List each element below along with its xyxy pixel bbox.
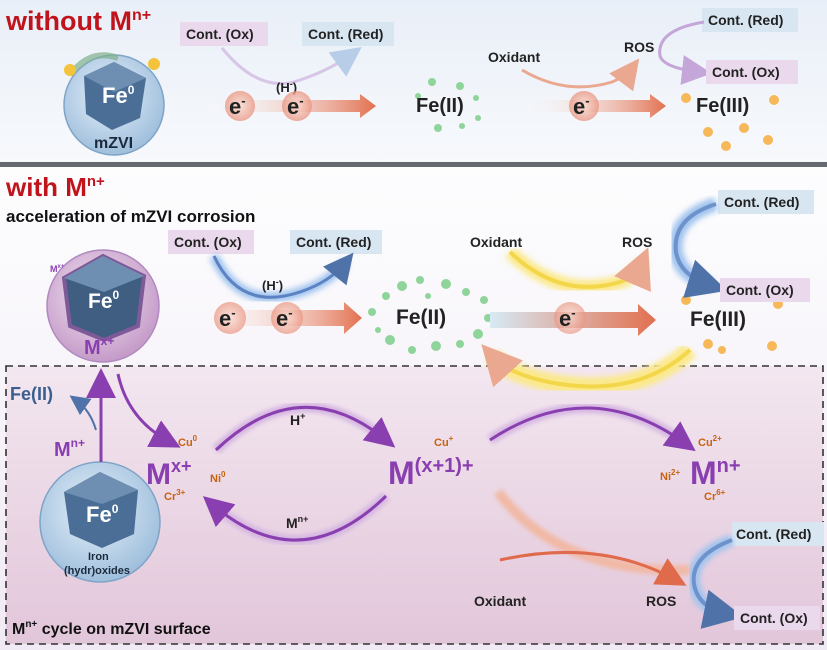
fe2-release-arrow bbox=[69, 395, 97, 431]
mid-fe2-label: Fe(II) bbox=[396, 306, 446, 329]
mn-bottom-label: Mn+ bbox=[286, 514, 308, 531]
mn-left-label: Mn+ bbox=[54, 436, 85, 461]
mid-cont-red-2-label: Cont. (Red) bbox=[724, 194, 799, 210]
iron-oxide-core-label: Fe0 bbox=[86, 502, 119, 527]
mid-cont-red-2-box bbox=[718, 190, 814, 214]
cycle-ros-arrow bbox=[691, 538, 744, 629]
bottom-title: with Mn+ bbox=[5, 172, 105, 202]
cr6-label: Cr6+ bbox=[704, 488, 726, 503]
top-electron-3: e- bbox=[573, 93, 590, 119]
iron-oxide-particle: Fe0 Iron (hydr)oxides bbox=[39, 461, 161, 583]
top-reduction-arrow bbox=[220, 46, 362, 86]
mid-cont-ox-2-box bbox=[720, 278, 810, 302]
shell-to-mx-arrow bbox=[116, 373, 181, 448]
top-cont-red-2-label: Cont. (Red) bbox=[708, 12, 783, 28]
cycle-oxidant-arrow bbox=[499, 550, 687, 586]
ni0-label: Ni0 bbox=[210, 470, 226, 485]
top-ros-oxidation-arrow bbox=[658, 20, 712, 85]
cu2-label: Cu2+ bbox=[698, 434, 722, 449]
top-cont-ox-box bbox=[180, 22, 268, 46]
top-electron-ball-2 bbox=[282, 91, 312, 121]
cycle-oxidant-label: Oxidant bbox=[474, 593, 526, 609]
top-h-label: (H-) bbox=[276, 79, 297, 95]
cycle-ros-label: ROS bbox=[646, 593, 676, 609]
mn-right-label: Mn+ bbox=[690, 455, 741, 491]
mid-oxidant-arrow bbox=[508, 247, 651, 292]
cycle-cont-ox-label: Cont. (Ox) bbox=[740, 610, 808, 626]
cu-plus-label: Cu+ bbox=[434, 434, 454, 449]
mid-electron-ball-3 bbox=[554, 302, 586, 334]
mid-ros-label: ROS bbox=[622, 234, 652, 250]
top-electron-2: e- bbox=[287, 93, 304, 119]
mid-fe2-dots bbox=[368, 276, 492, 354]
mid-ros-oxidation-arrow bbox=[673, 202, 728, 298]
cycle-cont-red-box bbox=[732, 522, 824, 546]
mid-reduction-arrow bbox=[212, 252, 354, 299]
mzvi-particle: Fe0 mZVI bbox=[63, 52, 165, 156]
iron-oxide-label-2: (hydr)oxides bbox=[64, 565, 130, 577]
mid-oxidant-label: Oxidant bbox=[470, 234, 522, 250]
shell-core-label: Fe0 bbox=[88, 288, 120, 313]
fe2-release-label: Fe(II) bbox=[10, 384, 53, 404]
top-oxidant-arrow bbox=[521, 58, 640, 92]
mid-cont-red-label: Cont. (Red) bbox=[296, 234, 371, 250]
mx1-to-mn-arrow bbox=[489, 406, 696, 452]
cr3-label: Cr3+ bbox=[164, 488, 186, 503]
mid-electron-ball-2 bbox=[271, 302, 303, 334]
mid-cont-ox-box bbox=[168, 230, 254, 254]
top-fe3-label: Fe(III) bbox=[696, 95, 749, 117]
top-ros-label: ROS bbox=[624, 39, 654, 55]
mid-cont-ox-2-label: Cont. (Ox) bbox=[726, 282, 794, 298]
h-oxidation-arrow bbox=[214, 405, 396, 452]
mx-label: Mx+ bbox=[146, 456, 192, 491]
bottom-subtitle: acceleration of mZVI corrosion bbox=[6, 207, 255, 226]
shell-label: Mx+ bbox=[84, 334, 114, 359]
top-electron-ball-1 bbox=[225, 91, 255, 121]
mid-cont-ox-label: Cont. (Ox) bbox=[174, 234, 242, 250]
mid-fe3-label: Fe(III) bbox=[690, 308, 746, 331]
mid-cont-red-box bbox=[290, 230, 382, 254]
cycle-cont-ox-box bbox=[734, 606, 820, 630]
top-cont-red-2-box bbox=[702, 8, 798, 32]
mzvi-core-label: Fe0 bbox=[102, 83, 135, 108]
top-fe3-dots bbox=[681, 93, 779, 151]
top-cont-ox-2-box bbox=[706, 60, 798, 84]
h-plus-label: H+ bbox=[290, 411, 305, 428]
top-cont-red-label: Cont. (Red) bbox=[308, 26, 383, 42]
panel-divider bbox=[0, 162, 827, 167]
mzvi-label: mZVI bbox=[94, 135, 133, 152]
mid-h-label: (H-) bbox=[262, 277, 283, 293]
mn-reduction-arrow bbox=[202, 494, 388, 542]
top-cont-ox-2-label: Cont. (Ox) bbox=[712, 64, 780, 80]
iron-oxide-label-1: Iron bbox=[88, 551, 109, 563]
cycle-cont-red-label: Cont. (Red) bbox=[736, 526, 811, 542]
top-fe2-label: Fe(II) bbox=[416, 95, 464, 117]
top-title: without Mn+ bbox=[5, 6, 151, 36]
top-cont-red-box bbox=[302, 22, 394, 46]
cycle-footer: Mn+ cycle on mZVI surface bbox=[12, 619, 211, 638]
cycle-box-border bbox=[5, 365, 824, 645]
ni2-label: Ni2+ bbox=[660, 468, 680, 483]
fe3-return-arrow bbox=[481, 344, 692, 389]
top-fe2-dots bbox=[415, 78, 481, 132]
top-electron-1: e- bbox=[229, 93, 246, 119]
top-electron-ball-3 bbox=[569, 91, 599, 121]
shell-particle: Fe0 Mx+ Mx+ bbox=[46, 249, 160, 363]
mx1-label: M(x+1)+ bbox=[388, 455, 474, 491]
top-cont-ox-label: Cont. (Ox) bbox=[186, 26, 254, 42]
mid-electron-ball-1 bbox=[214, 302, 246, 334]
shell-small-label: Mx+ bbox=[50, 264, 65, 274]
cu0-label: Cu0 bbox=[178, 434, 198, 449]
top-oxidant-label: Oxidant bbox=[488, 49, 540, 65]
